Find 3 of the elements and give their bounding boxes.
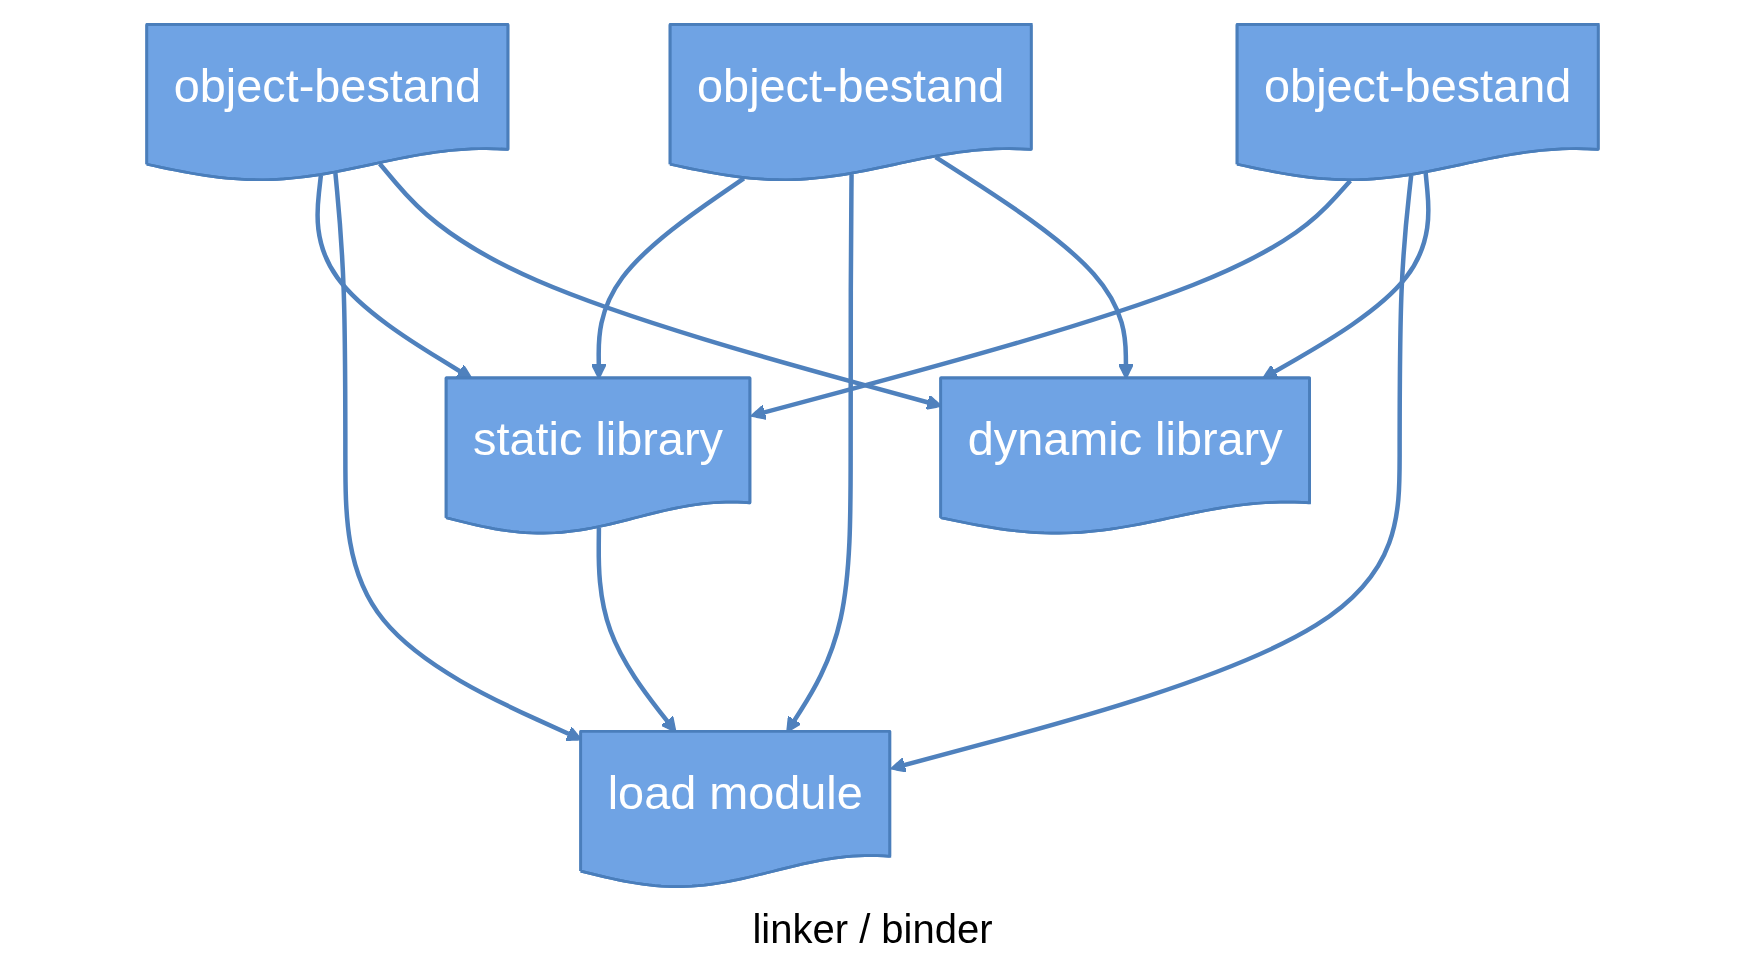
arrow: [750, 179, 1352, 420]
caption-text: linker / binder: [752, 907, 993, 951]
arrow: [890, 175, 1414, 773]
